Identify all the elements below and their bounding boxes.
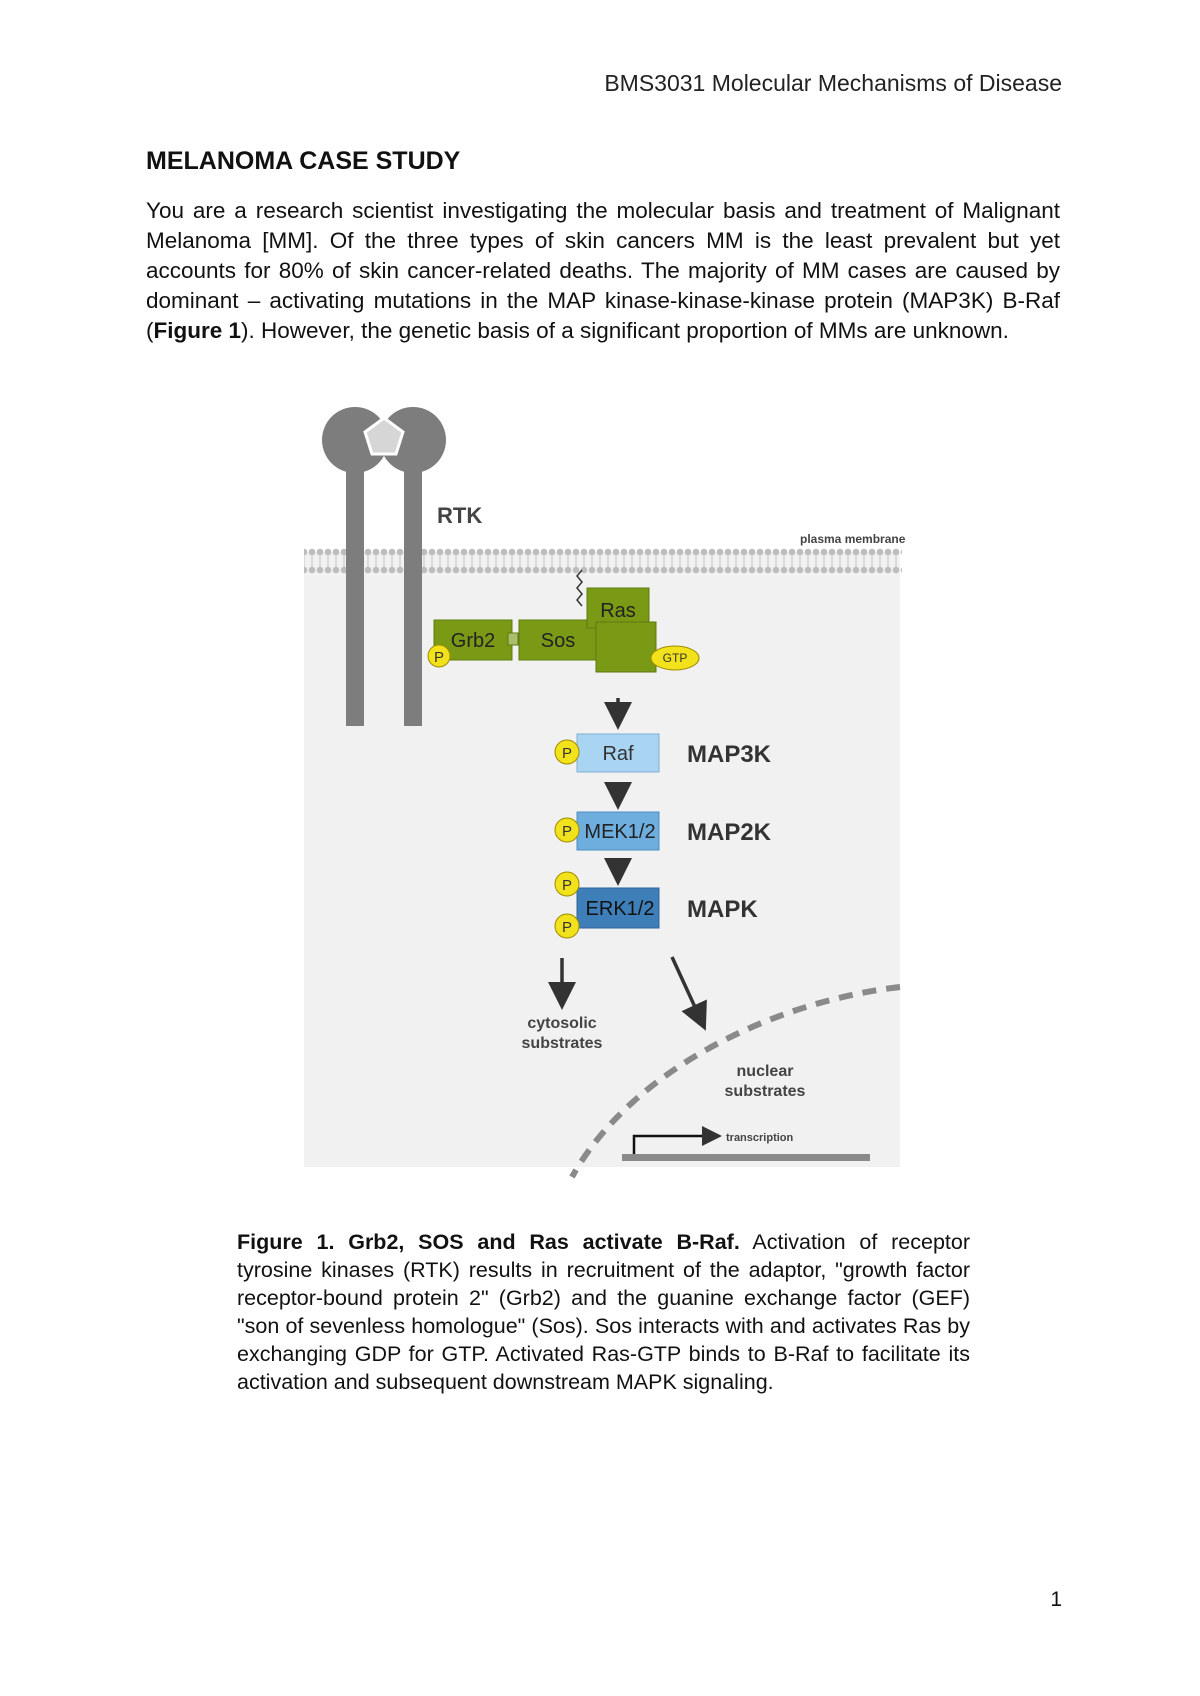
mek-protein: MEK1/2 <box>576 811 660 851</box>
nuclear-arrow <box>670 956 707 1031</box>
transcription-label: transcription <box>726 1132 794 1144</box>
svg-text:P: P <box>434 649 444 666</box>
grb2-label: Grb2 <box>451 630 495 652</box>
gtp-badge: GTP <box>650 645 700 671</box>
sos-protein: Sos <box>518 619 598 661</box>
pathway-diagram: plasma membrane RTK Grb2 Sos Ras <box>304 407 906 1179</box>
page-number: 1 <box>1050 1588 1062 1611</box>
cytosolic-label-line1: cytosolic <box>527 1015 596 1032</box>
erk-label: ERK1/2 <box>586 898 655 920</box>
svg-text:P: P <box>562 823 572 840</box>
plasma-membrane <box>304 548 902 574</box>
intro-text-start: You are a research scientist investigati… <box>146 198 1060 343</box>
rtk-receptor <box>322 407 446 726</box>
svg-text:P: P <box>562 745 572 762</box>
svg-text:P: P <box>562 877 572 894</box>
dna-strand <box>622 1154 870 1161</box>
grb2-sos-linker <box>507 632 519 646</box>
nuclear-label-line2: substrates <box>725 1083 806 1100</box>
transcription-start-arrow <box>632 1126 722 1154</box>
map3k-label: MAP3K <box>687 741 772 768</box>
mapk-label: MAPK <box>687 896 758 923</box>
nuclear-envelope <box>569 984 901 1179</box>
sos-label: Sos <box>541 630 575 652</box>
rtk-label: RTK <box>437 503 482 528</box>
grb2-phospho: P <box>427 644 451 668</box>
map2k-label: MAP2K <box>687 819 772 846</box>
svg-text:P: P <box>562 919 572 936</box>
intro-text-end: ). However, the genetic basis of a signi… <box>241 318 1009 343</box>
course-header: BMS3031 Molecular Mechanisms of Disease <box>604 70 1062 96</box>
raf-protein: Raf <box>576 733 660 773</box>
caption-text: Activation of receptor tyrosine kinases … <box>237 1230 971 1394</box>
plasma-membrane-label: plasma membrane <box>800 532 906 546</box>
raf-label: Raf <box>602 743 634 765</box>
intro-paragraph: You are a research scientist investigati… <box>146 196 1060 346</box>
caption-title: Figure 1. Grb2, SOS and Ras activate B-R… <box>237 1230 740 1254</box>
figure-reference: Figure 1 <box>153 318 242 343</box>
ligand-pentagon-icon <box>363 416 405 456</box>
nuclear-label-line1: nuclear <box>737 1063 794 1080</box>
ras-protein: Ras <box>586 587 657 673</box>
page-title: MELANOMA CASE STUDY <box>146 147 461 175</box>
erk-phospho-top: P <box>554 871 580 897</box>
erk-phospho-bottom: P <box>554 913 580 939</box>
cytosolic-label-line2: substrates <box>522 1035 603 1052</box>
figure-caption: Figure 1. Grb2, SOS and Ras activate B-R… <box>237 1228 970 1396</box>
gtp-label: GTP <box>663 651 688 665</box>
mapk-pathway-figure: plasma membrane RTK Grb2 Sos Ras <box>300 392 910 1192</box>
raf-phospho: P <box>554 739 580 765</box>
lipid-anchor-icon <box>576 569 583 607</box>
mek-phospho: P <box>554 817 580 843</box>
ras-label: Ras <box>600 600 636 622</box>
erk-protein: ERK1/2 <box>576 887 660 929</box>
mek-label: MEK1/2 <box>584 821 655 843</box>
